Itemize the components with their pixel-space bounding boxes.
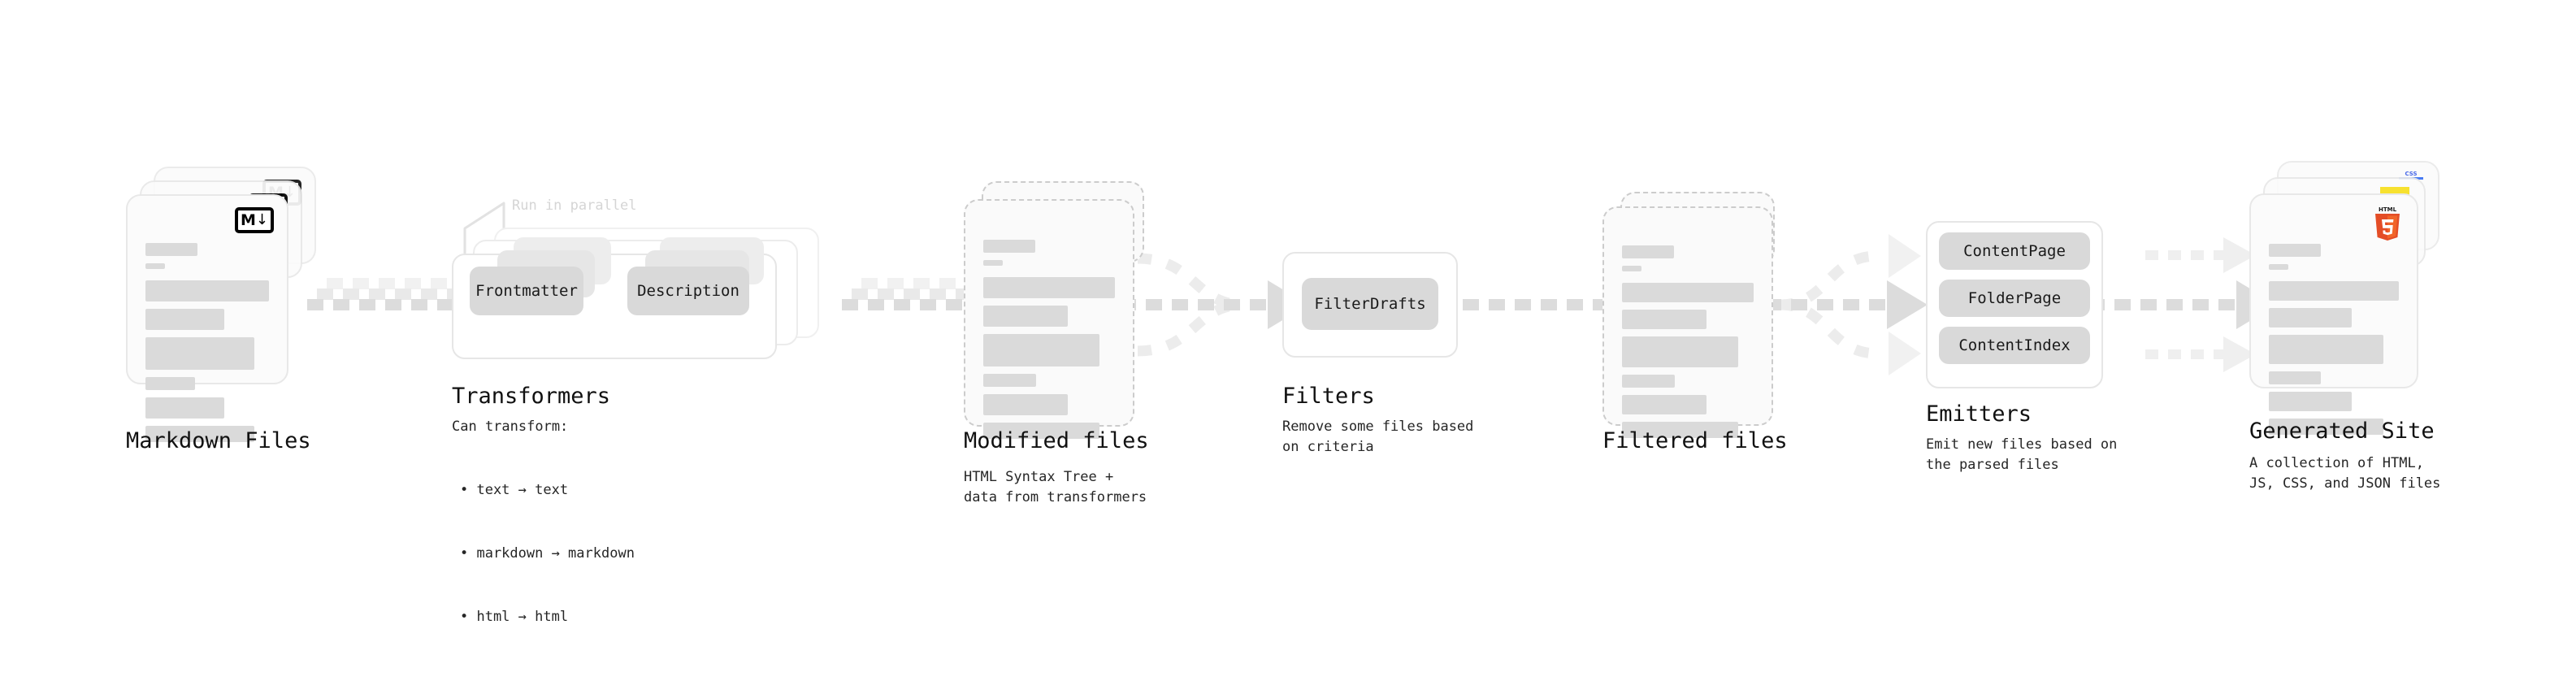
svg-text:HTML: HTML <box>2379 206 2397 213</box>
list-item: • html → html <box>460 609 569 625</box>
document-placeholder-lines <box>983 240 1115 446</box>
arrow-modified-to-filters <box>1120 253 1308 357</box>
document-placeholder-lines <box>2269 244 2399 442</box>
css-icon-label: CSS <box>2405 171 2418 177</box>
document-placeholder-lines <box>145 243 269 449</box>
chip-filterdrafts[interactable]: FilterDrafts <box>1302 278 1438 330</box>
stage-title-filters: Filters <box>1282 384 1375 409</box>
stage-title-markdown-files: Markdown Files <box>126 428 311 453</box>
document-placeholder-lines <box>1622 245 1754 445</box>
chip-folderpage[interactable]: FolderPage <box>1939 280 2090 317</box>
stage-desc-transformers: Can transform: <box>452 419 569 435</box>
html5-icon: HTML <box>2371 205 2404 245</box>
chip-description[interactable]: Description <box>627 267 749 315</box>
site-card-front: HTML <box>2249 193 2418 435</box>
run-in-parallel-note: Run in parallel <box>512 197 637 214</box>
transformer-capability-list: • text → text • markdown → markdown • ht… <box>460 437 635 670</box>
chip-contentpage[interactable]: ContentPage <box>1939 232 2090 270</box>
chip-frontmatter[interactable]: Frontmatter <box>470 267 583 315</box>
stage-desc-emitters: Emit new files based on the parsed files <box>1926 436 2118 473</box>
stage-desc-modified-files: HTML Syntax Tree + data from transformer… <box>964 469 1147 505</box>
filtered-card-front <box>1602 206 1773 438</box>
modified-card-front <box>964 199 1134 439</box>
chip-contentindex[interactable]: ContentIndex <box>1939 327 2090 364</box>
markdown-icon: M↓ <box>235 207 274 233</box>
stage-desc-filters: Remove some files based on criteria <box>1282 419 1474 455</box>
stage-title-filtered-files: Filtered files <box>1602 428 1788 453</box>
stage-title-modified-files: Modified files <box>964 428 1149 453</box>
stage-title-transformers: Transformers <box>452 384 611 409</box>
list-item: • markdown → markdown <box>460 545 635 562</box>
stage-title-generated-site: Generated Site <box>2249 419 2435 444</box>
list-item: • text → text <box>460 482 569 498</box>
stage-desc-generated-site: A collection of HTML, JS, CSS, and JSON … <box>2249 455 2441 492</box>
stage-title-emitters: Emitters <box>1926 401 2032 427</box>
markdown-card-front: M↓ <box>126 194 288 442</box>
